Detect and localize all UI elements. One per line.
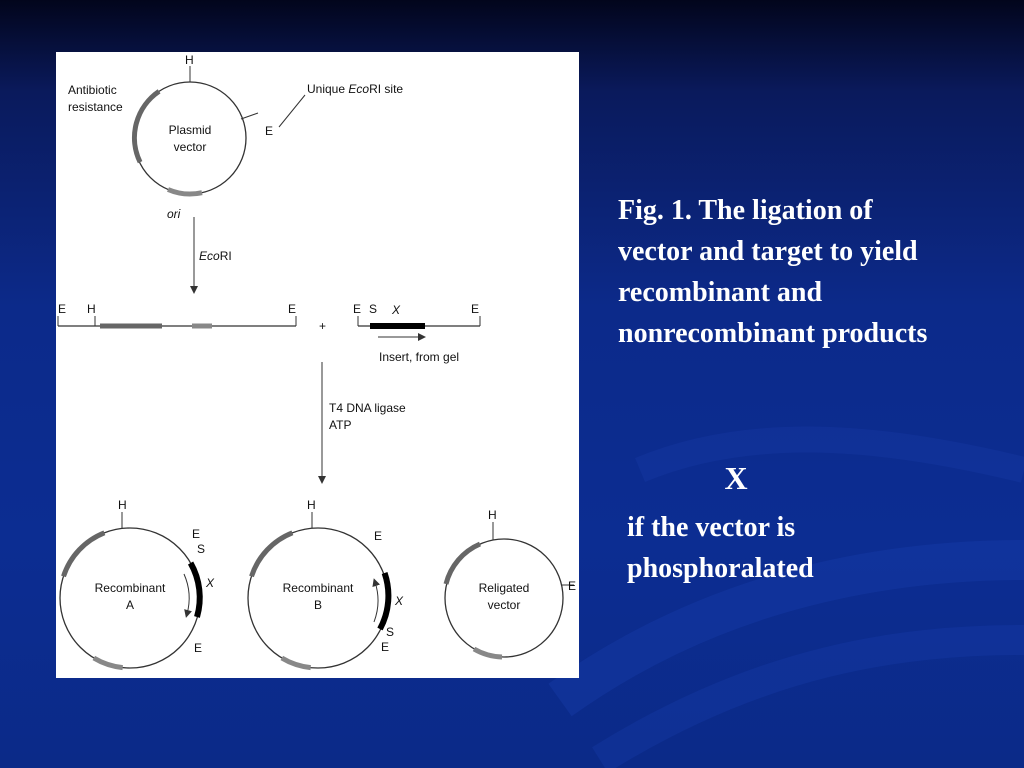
insert-e-right-label: E [471,302,479,316]
religated-e-label: E [568,579,576,593]
recombinant-a-s-label: S [197,542,205,556]
recombinant-b-ori [280,655,312,671]
plasmid-e-label: E [265,124,273,138]
recombinant-b-name-line1: Recombinant [283,581,354,595]
recombinant-b-insert [377,572,392,631]
recombinant-b-h-label: H [307,498,316,512]
religated-name-line1: Religated [479,581,530,595]
plasmid-e-tick [240,112,259,120]
unique-site-leader [278,94,306,128]
insert-e-left-label: E [353,302,361,316]
recombinant-a-name-line2: A [126,598,134,612]
unique-site-label: Unique EcoRI site [307,82,403,96]
recombinant-a-direction [183,573,192,618]
ligation-step: T4 DNA ligase ATP [318,362,406,484]
religated-h-label: H [488,508,497,522]
resistance-label-line2: resistance [68,100,123,114]
recombinant-a-ori [92,655,124,671]
recombinant-b-e-bottom-label: E [381,640,389,654]
recombinant-a-resistance [61,530,106,578]
linear-e-left-label: E [58,302,66,316]
insert-s-label: S [369,302,377,316]
digest-enzyme-label: EcoRI [199,249,232,263]
ecori-digest-step: EcoRI [190,217,232,294]
linear-h-label: H [87,302,96,316]
recombinant-a-e-bottom-label: E [194,641,202,655]
plasmid-name-line1: Plasmid [169,123,212,137]
plasmid-name-line2: vector [174,140,207,154]
linear-e-right-label: E [288,302,296,316]
recombinant-b-x-label: X [394,594,404,608]
plus-sign: + [319,319,326,333]
insert-fragment: E S X E Insert, from gel [353,302,481,364]
recombinant-b-e-top-label: E [374,529,382,543]
recombinant-a-h-label: H [118,498,127,512]
recombinant-b-name-line2: B [314,598,322,612]
religated-name-line2: vector [488,598,521,612]
x-mark: X [724,460,748,496]
religated-circle [444,538,564,658]
recombinant-a-x-label: X [205,576,215,590]
linear-vector: E H E [57,302,297,329]
recombinant-b-s-label: S [386,625,394,639]
figure-caption: Fig. 1. The ligation of vector and targe… [618,195,928,349]
ligase-label: T4 DNA ligase [329,401,406,415]
recombinant-b: H E X S E Recombinant B [247,498,404,671]
insert-source-label: Insert, from gel [379,350,459,364]
recombinant-a-name-line1: Recombinant [95,581,166,595]
recombinant-a-e-top-label: E [192,527,200,541]
plasmid-h-label: H [185,53,194,67]
religated-vector: H E Religated vector [443,508,576,660]
atp-label: ATP [329,418,351,432]
ori-segment [167,187,203,197]
recombinant-a-insert [187,561,203,618]
phosphorylation-condition: if the vector is phosphoralated [627,512,814,584]
plasmid-vector: H E Plasmid vector Antibiotic resistance… [68,53,403,221]
religated-resistance [443,541,482,585]
ligation-diagram-svg: H E Plasmid vector Antibiotic resistance… [57,53,576,671]
resistance-segment [131,89,161,164]
ori-label: ori [167,207,181,221]
recombinant-b-direction [372,578,381,623]
recombinant-a: H E S X E Recombinant A [59,498,215,671]
recombinant-b-resistance [249,530,294,578]
resistance-label-line1: Antibiotic [68,83,117,97]
religated-ori [472,646,503,660]
insert-x-label: X [391,303,401,317]
ligation-diagram: H E Plasmid vector Antibiotic resistance… [56,52,579,678]
